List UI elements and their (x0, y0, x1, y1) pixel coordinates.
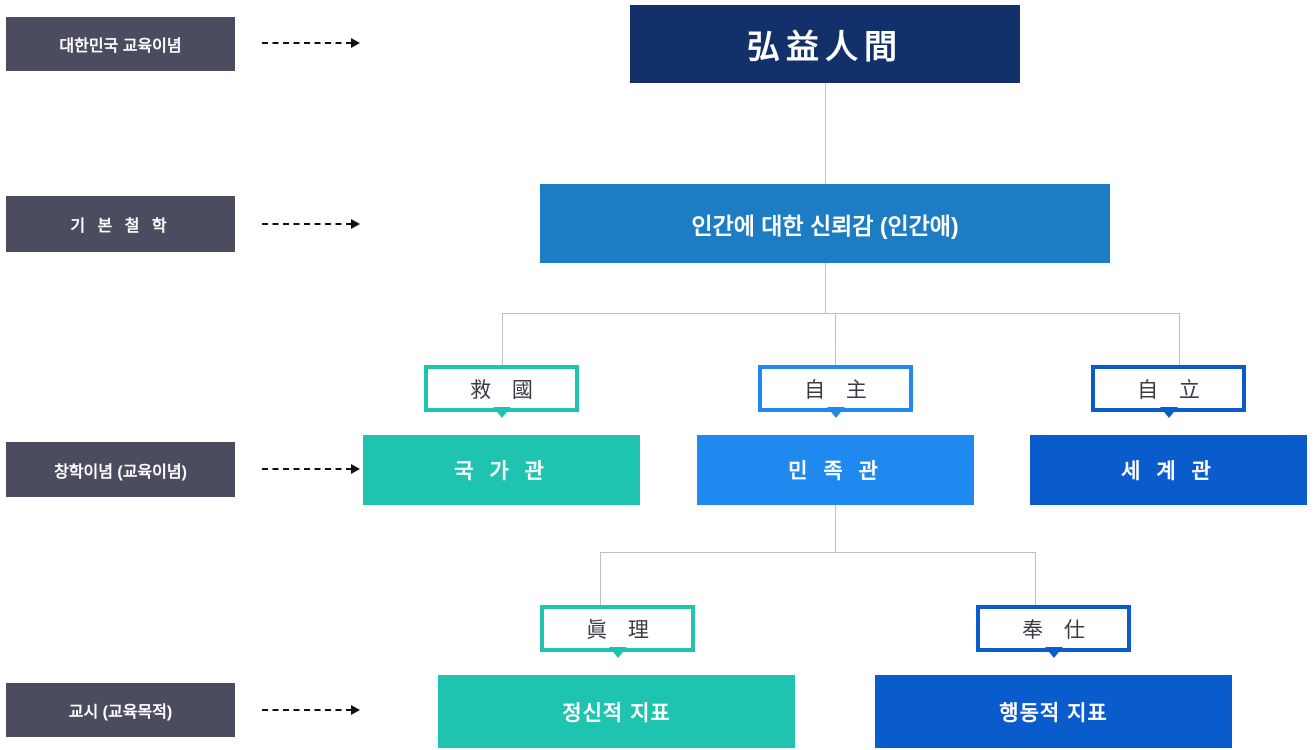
row-label-national-ideal: 대한민국 교육이념 (6, 17, 235, 71)
tag-notch-icon (826, 407, 845, 418)
node-behavioral-indicator[interactable]: 행동적 지표 (875, 675, 1232, 748)
tag-notch-icon (1044, 647, 1063, 658)
node-label: 국 가 관 (454, 460, 549, 483)
arrow-line (262, 223, 352, 225)
node-national-view[interactable]: 국 가 관 (363, 435, 640, 505)
connector-drop-spiritual-indicator (600, 552, 601, 606)
node-spiritual-indicator[interactable]: 정신적 지표 (438, 675, 795, 748)
row-label-text: 창학이념 (교육이념) (54, 463, 187, 481)
arrow-line (262, 42, 352, 44)
row-label-founding-ideal: 창학이념 (교육이념) (6, 442, 235, 497)
connector-indicators-bus (600, 552, 1036, 553)
connector-drop-behavioral-indicator (1035, 552, 1036, 606)
tag-ethnic-view-hanja[interactable]: 自 主 (758, 365, 913, 418)
tag-spiritual-indicator-hanja[interactable]: 眞 理 (540, 605, 695, 658)
tag-national-view-hanja[interactable]: 救 國 (424, 365, 579, 418)
tag-label: 救 國 (470, 377, 540, 402)
arrow-to-indicators (262, 705, 360, 715)
connector-ethnic-view-stem (835, 505, 836, 553)
tag-label: 自 立 (1137, 377, 1207, 402)
tag-notch-icon (1159, 407, 1178, 418)
tag-world-view-hanja[interactable]: 自 立 (1091, 365, 1246, 418)
node-label: 인간에 대한 신뢰감 (인간애) (691, 212, 959, 239)
node-label: 민 족 관 (788, 460, 883, 483)
tag-notch-icon (608, 647, 627, 658)
arrow-to-root (262, 38, 360, 48)
node-label: 행동적 지표 (999, 701, 1108, 725)
connector-views-bus (502, 313, 1179, 314)
row-label-school-motto: 교시 (교육목적) (6, 683, 235, 737)
node-label: 세 계 관 (1121, 460, 1216, 483)
tag-label: 眞 理 (586, 617, 656, 642)
connector-philosophy-stem (825, 263, 826, 314)
connector-root-to-philosophy (825, 83, 826, 184)
node-philosophy[interactable]: 인간에 대한 신뢰감 (인간애) (540, 184, 1110, 263)
row-label-text: 기 본 철 학 (70, 218, 171, 235)
arrow-line (262, 709, 352, 711)
node-label: 弘益人間 (747, 28, 903, 65)
arrow-to-philosophy (262, 219, 360, 229)
connector-drop-world-view (1179, 313, 1180, 366)
tag-label: 自 主 (804, 377, 874, 402)
tag-notch-icon (492, 407, 511, 418)
tag-label: 奉 仕 (1022, 617, 1092, 642)
row-label-text: 교시 (교육목적) (68, 704, 173, 721)
arrow-line (262, 468, 352, 470)
tag-behavioral-indicator-hanja[interactable]: 奉 仕 (976, 605, 1131, 658)
arrow-head-icon (351, 705, 360, 715)
row-label-basic-philosophy: 기 본 철 학 (6, 196, 235, 252)
node-root-hongik-ingan[interactable]: 弘益人間 (630, 5, 1020, 83)
arrow-head-icon (351, 464, 360, 474)
node-world-view[interactable]: 세 계 관 (1030, 435, 1307, 505)
connector-drop-ethnic-view (835, 313, 836, 366)
arrow-head-icon (351, 219, 360, 229)
row-label-text: 대한민국 교육이념 (59, 38, 182, 55)
arrow-head-icon (351, 38, 360, 48)
connector-drop-national-view (502, 313, 503, 366)
arrow-to-views (262, 464, 360, 474)
node-label: 정신적 지표 (562, 701, 671, 725)
node-ethnic-view[interactable]: 민 족 관 (697, 435, 974, 505)
